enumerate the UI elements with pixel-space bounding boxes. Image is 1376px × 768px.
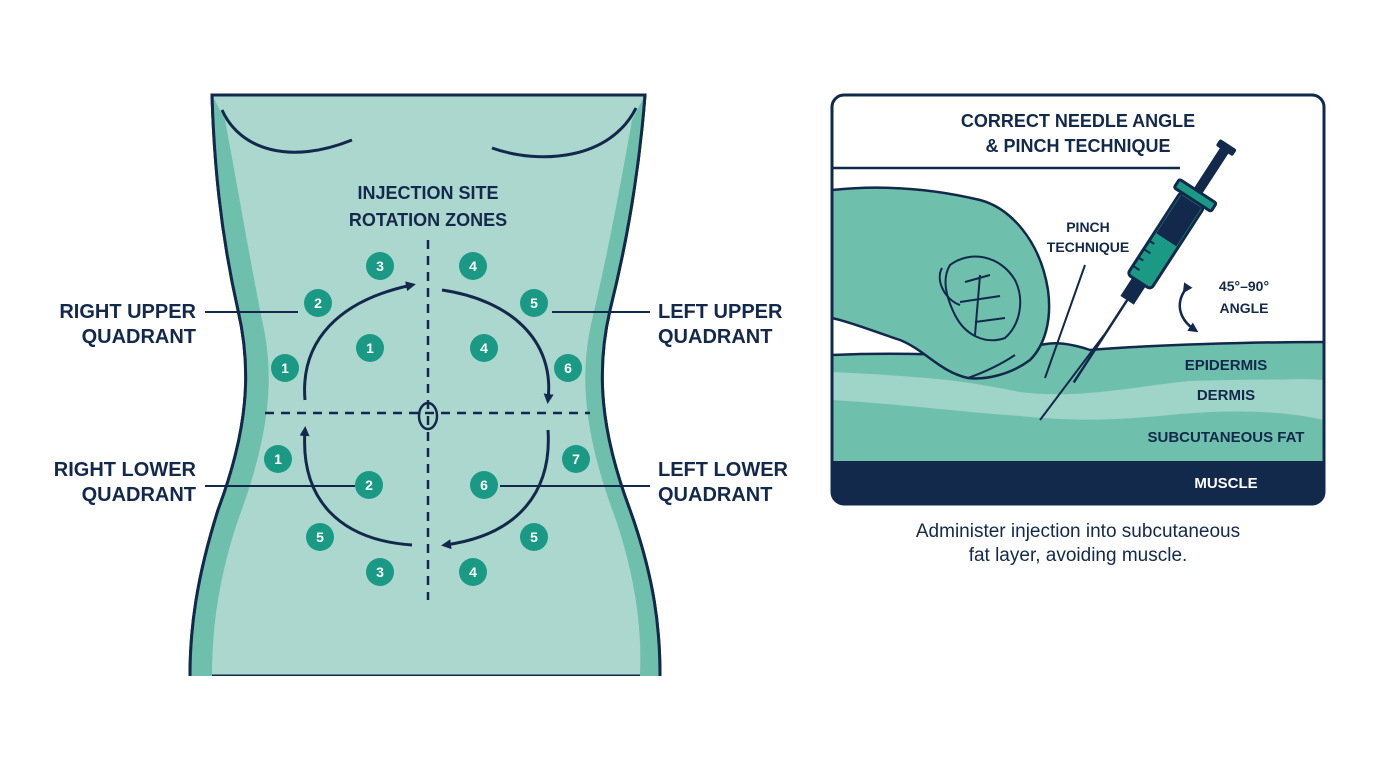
- zone-circle: [459, 252, 487, 280]
- zone-marker-ll-inner-6: 6: [470, 471, 498, 499]
- right-upper-label-1: RIGHT UPPER: [59, 301, 196, 323]
- angle-label-line2: ANGLE: [1220, 300, 1269, 316]
- layer-epidermis: [832, 342, 1324, 388]
- needle-line: [1039, 334, 1105, 421]
- zone-number: 4: [469, 258, 477, 274]
- zone-circle: [271, 354, 299, 382]
- zone-circle: [520, 523, 548, 551]
- layer-muscle: [832, 462, 1324, 504]
- layer-muscle-label: MUSCLE: [1194, 475, 1257, 492]
- zone-number: 5: [530, 529, 538, 545]
- torso-outline-right: [188, 94, 248, 677]
- zone-marker-lu-inner-4: 4: [470, 334, 498, 362]
- zone-marker-ll-4: 4: [459, 558, 487, 586]
- zone-number: 5: [530, 295, 538, 311]
- torso-title-line1: INJECTION SITE: [357, 183, 498, 203]
- zone-circle: [459, 558, 487, 586]
- zone-circle: [366, 558, 394, 586]
- zone-circle: [470, 471, 498, 499]
- zone-marker-ru-inner-1: 1: [356, 334, 384, 362]
- zone-marker-lu-4: 4: [459, 252, 487, 280]
- needle-panel: CORRECT NEEDLE ANGLE & PINCH TECHNIQUE P…: [830, 93, 1326, 506]
- pinch-label-line2: TECHNIQUE: [1047, 239, 1129, 255]
- arrow-upper-right: [303, 281, 416, 401]
- left-upper-label-1: LEFT UPPER: [658, 301, 783, 323]
- left-lower-label-1: LEFT LOWER: [658, 459, 789, 481]
- right-lower-label-2: QUADRANT: [82, 484, 196, 506]
- zone-circle: [356, 334, 384, 362]
- zone-number: 1: [366, 340, 374, 356]
- syringe: [1072, 139, 1237, 384]
- zone-marker-ru-1: 1: [271, 354, 299, 382]
- right-lower-label-1: RIGHT LOWER: [54, 459, 197, 481]
- zone-circle: [264, 445, 292, 473]
- zone-number: 3: [376, 258, 384, 274]
- arrow-lower-right: [299, 426, 413, 547]
- panel-title-line1: CORRECT NEEDLE ANGLE: [961, 111, 1195, 131]
- zone-number: 2: [314, 295, 322, 311]
- left-upper-label-2: QUADRANT: [658, 326, 772, 348]
- zone-marker-ru-2: 2: [304, 289, 332, 317]
- zone-marker-rl-1: 1: [264, 445, 292, 473]
- zone-circle: [554, 354, 582, 382]
- zone-number: 4: [469, 564, 477, 580]
- zone-circle: [470, 334, 498, 362]
- arrow-lower-left: [441, 429, 550, 550]
- right-upper-label-2: QUADRANT: [82, 326, 196, 348]
- zone-number: 7: [572, 451, 580, 467]
- chest-curve-left: [491, 107, 638, 159]
- angle-label-line1: 45°–90°: [1219, 278, 1269, 294]
- chest-curve-right: [220, 109, 353, 154]
- zone-marker-rl-inner-2: 2: [355, 471, 383, 499]
- zone-marker-rl-5: 5: [306, 523, 334, 551]
- zone-circle: [366, 252, 394, 280]
- zone-number: 6: [480, 477, 488, 493]
- layer-dermis: [832, 372, 1324, 420]
- zone-number: 5: [316, 529, 324, 545]
- zone-circle: [304, 289, 332, 317]
- zone-marker-lu-6: 6: [554, 354, 582, 382]
- torso-side-shade-left: [585, 95, 660, 676]
- zone-number: 6: [564, 360, 572, 376]
- zone-number: 4: [480, 340, 488, 356]
- pinch-label-line1: PINCH: [1066, 219, 1110, 235]
- zone-number: 1: [281, 360, 289, 376]
- zone-number: 1: [274, 451, 282, 467]
- torso-side-shade-right: [190, 95, 269, 676]
- zone-number: 2: [365, 477, 373, 493]
- left-lower-label-2: QUADRANT: [658, 484, 772, 506]
- arrow-upper-left: [441, 288, 554, 404]
- zone-marker-lu-5: 5: [520, 289, 548, 317]
- zone-marker-ll-5: 5: [520, 523, 548, 551]
- zone-circle: [306, 523, 334, 551]
- zone-circle: [562, 445, 590, 473]
- zone-circle: [355, 471, 383, 499]
- layer-epidermis-label: EPIDERMIS: [1185, 357, 1268, 374]
- layer-dermis-label: DERMIS: [1197, 387, 1255, 404]
- zone-marker-ll-7: 7: [562, 445, 590, 473]
- zone-markers: 1 2 3 1 4 5 6 4 1 2 5 3 7 6 5 4: [264, 252, 590, 586]
- layer-fat-label: SUBCUTANEOUS FAT: [1148, 429, 1305, 446]
- panel-title-line2: & PINCH TECHNIQUE: [985, 136, 1170, 156]
- zone-circle: [520, 289, 548, 317]
- caption-line2: fat layer, avoiding muscle.: [969, 545, 1188, 566]
- angle-arc: [1178, 282, 1199, 333]
- zone-marker-rl-3: 3: [366, 558, 394, 586]
- torso-outline-left: [600, 94, 662, 677]
- rotation-arrows: [299, 281, 554, 550]
- caption-line1: Administer injection into subcutaneous: [916, 521, 1240, 542]
- panel-border: [830, 93, 1326, 506]
- torso-title-line2: ROTATION ZONES: [349, 210, 507, 230]
- zone-number: 3: [376, 564, 384, 580]
- zone-marker-ru-3: 3: [366, 252, 394, 280]
